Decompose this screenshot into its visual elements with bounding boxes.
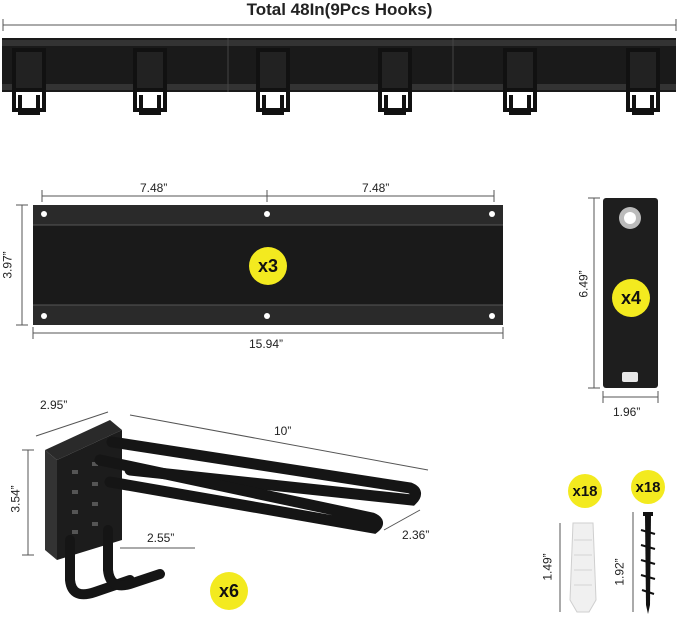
screw-quantity-badge: x18 — [631, 470, 665, 504]
rail-spacing-left-label: 7.48” — [140, 181, 168, 195]
mounted-hook-3 — [256, 48, 290, 115]
mounted-hook-2 — [133, 48, 167, 115]
hook-quantity-badge: x6 — [210, 572, 248, 610]
single-rail — [33, 205, 503, 325]
anchor-length-label: 1.49” — [540, 553, 555, 581]
wall-anchor — [569, 522, 597, 613]
mounted-hook-5 — [503, 48, 537, 115]
mounted-hook-6 — [626, 48, 660, 115]
strap-height-label: 6.49” — [576, 270, 591, 298]
mounted-hook-1 — [12, 48, 46, 115]
hook-short-length-label: 2.55” — [147, 531, 175, 545]
total-length-dimension-line — [2, 19, 677, 31]
page-title: Total 48In(9Pcs Hooks) — [246, 0, 433, 19]
screw-length-label: 1.92” — [612, 558, 627, 586]
rail-width-label: 15.94” — [249, 337, 284, 351]
strap-width-label: 1.96” — [613, 405, 641, 419]
large-hook — [45, 420, 421, 600]
rail-height-label: 3.97” — [0, 251, 15, 279]
rail-spacing-right-label: 7.48” — [362, 181, 390, 195]
hook-spread-label: 2.36” — [402, 528, 430, 542]
anchor-quantity-badge: x18 — [568, 474, 602, 508]
hook-backplate-holes — [72, 462, 98, 534]
assembled-rail-with-hooks — [2, 38, 676, 115]
hook-height-label: 3.54” — [8, 485, 23, 513]
strap-quantity-badge: x4 — [612, 279, 650, 317]
rail-dimension-lines — [16, 190, 504, 339]
hook-dimension-lines — [22, 411, 429, 556]
wall-screw — [640, 512, 656, 614]
rail-quantity-badge: x3 — [249, 247, 287, 285]
mounted-hook-4 — [378, 48, 412, 115]
strap-dimension-lines — [588, 197, 659, 403]
hook-depth-label: 2.95” — [40, 398, 68, 412]
hook-length-label: 10” — [274, 424, 292, 438]
rail-screw-holes — [41, 211, 495, 319]
